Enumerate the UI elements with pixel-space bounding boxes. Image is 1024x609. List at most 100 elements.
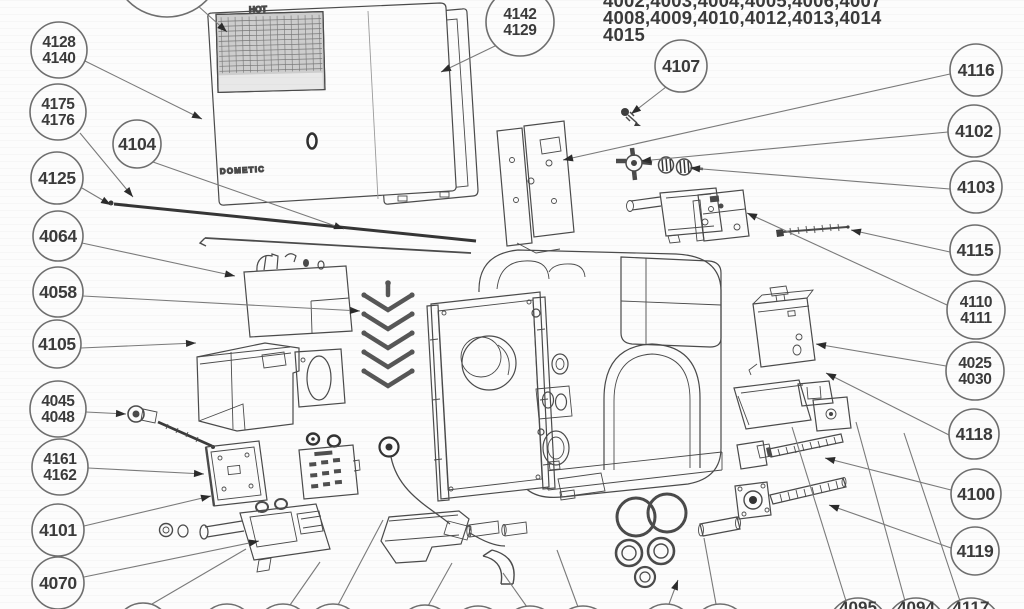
callout-4058-arrowhead bbox=[349, 306, 360, 315]
arc-b8 bbox=[568, 605, 598, 609]
arc-b12 bbox=[891, 597, 941, 609]
callout-4101 bbox=[31, 503, 85, 557]
callout-4101-label: 4101 bbox=[39, 520, 77, 540]
mounting-plates bbox=[496, 120, 575, 254]
callout-4102-arrowhead bbox=[641, 156, 652, 164]
callout-4110-4111-leader bbox=[746, 212, 948, 306]
arc-b11-label: 4095 bbox=[839, 598, 877, 609]
callout-4101-arrowhead bbox=[200, 494, 211, 502]
callout-4103-leader bbox=[689, 167, 951, 190]
arc-b4 bbox=[315, 603, 351, 609]
callout-4107 bbox=[654, 39, 708, 93]
clips-and-grommets bbox=[256, 253, 325, 272]
callout-4118-arrowhead bbox=[826, 373, 837, 381]
callout-4103 bbox=[949, 160, 1003, 214]
callout-4064 bbox=[32, 210, 84, 262]
callout-4105-arrowhead bbox=[185, 339, 196, 348]
callout-4119-leader bbox=[828, 504, 952, 549]
control-plate bbox=[298, 444, 361, 500]
callout-4100-arrowhead bbox=[825, 456, 836, 464]
callout-4070 bbox=[31, 556, 85, 609]
callout-4100-leader bbox=[824, 457, 952, 491]
thermostat-box bbox=[692, 189, 750, 242]
arc-b12-leader bbox=[855, 421, 906, 602]
callout-4161-4162-leader bbox=[87, 467, 205, 475]
arc-top-left bbox=[126, 0, 208, 18]
callout-4110-4111 bbox=[946, 280, 1006, 340]
callout-4115-leader bbox=[850, 229, 951, 253]
arc-b5 bbox=[409, 604, 441, 609]
callout-4102-label: 4102 bbox=[955, 121, 993, 141]
callout-4119-label: 4119 bbox=[957, 541, 994, 561]
arc-b11 bbox=[833, 597, 883, 609]
drain-valve bbox=[127, 405, 215, 449]
tube-fitting bbox=[698, 516, 741, 537]
arc-b3 bbox=[265, 603, 301, 609]
callout-4105-label: 4105 bbox=[38, 334, 76, 354]
arc-b12-label: 4094 bbox=[897, 598, 935, 609]
callout-4064-label: 4064 bbox=[39, 226, 77, 246]
arc-b10 bbox=[702, 603, 738, 609]
callout-4104-leader bbox=[152, 161, 345, 230]
arc-b1-leader bbox=[151, 548, 247, 605]
callout-4125-arrowhead bbox=[100, 196, 111, 205]
callout-4058-label: 4058 bbox=[39, 282, 77, 302]
burner-assembly bbox=[196, 342, 346, 432]
door-brand-label: DOMETIC bbox=[220, 165, 266, 176]
callout-4070-label: 4070 bbox=[39, 573, 77, 593]
callout-4064-arrowhead bbox=[224, 270, 235, 278]
arc-b13 bbox=[946, 597, 996, 609]
arc-b7 bbox=[515, 605, 545, 609]
thermostat-switches bbox=[305, 432, 342, 448]
callout-4142-4129-arrowhead bbox=[441, 64, 452, 72]
callout-4128-4140 bbox=[30, 21, 88, 79]
tank-assembly bbox=[478, 249, 723, 501]
callout-4058 bbox=[32, 266, 84, 318]
screw-part bbox=[621, 108, 641, 126]
callout-4115-arrowhead bbox=[851, 228, 862, 236]
callout-4118 bbox=[948, 408, 1000, 460]
flue-baffle bbox=[361, 280, 415, 389]
callout-4119 bbox=[950, 526, 1000, 576]
callout-4102-leader bbox=[640, 131, 949, 162]
arc-b8-leader bbox=[556, 549, 579, 608]
arc-b6 bbox=[463, 605, 493, 609]
callout-4110-4111-arrowhead bbox=[747, 213, 758, 221]
door-vent-grille bbox=[215, 10, 326, 93]
callout-4116-label: 4116 bbox=[958, 60, 995, 80]
callout-4058-leader bbox=[82, 295, 361, 312]
callout-4070-leader bbox=[83, 540, 260, 578]
circuit-board bbox=[204, 440, 268, 507]
machine-line-art: HOT DOMETIC bbox=[108, 2, 852, 589]
arc-b10-leader bbox=[703, 537, 717, 605]
callout-4025-4030 bbox=[945, 341, 1005, 401]
arc-b5-leader bbox=[427, 562, 453, 607]
callout-4045-4048 bbox=[29, 380, 87, 438]
callout-4175-4176-leader bbox=[79, 132, 134, 198]
callout-4142-4129 bbox=[485, 0, 555, 57]
callout-4025-4030-arrowhead bbox=[816, 342, 827, 350]
callout-4103-label: 4103 bbox=[957, 177, 995, 197]
gas-control-box bbox=[748, 285, 816, 376]
front-panel bbox=[426, 291, 573, 502]
note-line-2: 4008,4009,4010,4012,4013,4014 bbox=[603, 7, 882, 28]
callout-4116 bbox=[949, 43, 1003, 97]
callout-4100-label: 4100 bbox=[957, 484, 995, 504]
mounting-bracket bbox=[733, 379, 852, 432]
callout-4064-leader bbox=[81, 242, 236, 277]
access-door: HOT DOMETIC bbox=[207, 2, 457, 206]
gas-valve bbox=[158, 498, 331, 573]
arc-top-left-arrowhead bbox=[217, 22, 227, 32]
oring-cluster bbox=[614, 492, 688, 589]
mounting-screw-long bbox=[776, 223, 850, 237]
callout-4128-4140-leader bbox=[84, 60, 203, 120]
callout-4104-label: 4104 bbox=[118, 134, 156, 154]
callout-4118-leader bbox=[825, 372, 950, 436]
